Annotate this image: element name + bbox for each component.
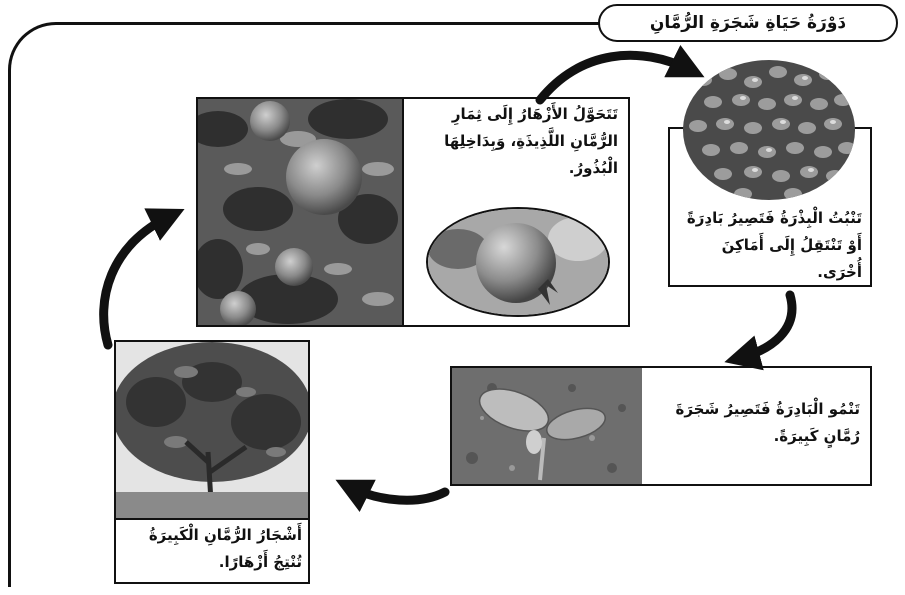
arrow-seed-to-seedling [740,295,792,358]
arrow-seedling-to-tree [350,487,445,500]
arrow-tree-to-fruit [104,216,170,345]
arrow-fruit-to-seed [540,55,690,100]
